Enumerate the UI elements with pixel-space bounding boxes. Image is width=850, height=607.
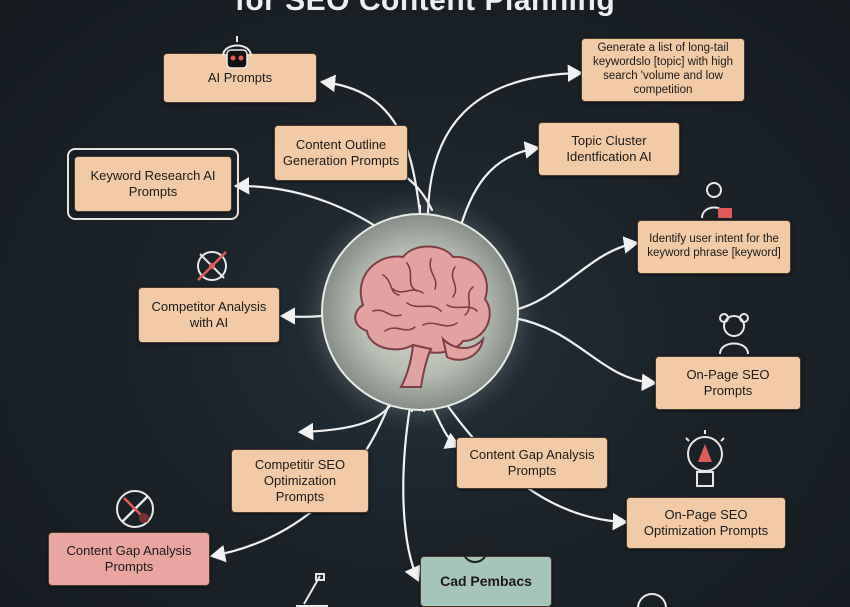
- node-onpage-seo-prompts[interactable]: On-Page SEO Prompts: [655, 356, 801, 410]
- compass-crossed-icon: [197, 251, 227, 281]
- connector-content-gap-right: [430, 405, 462, 449]
- connector-onpage-seo-opt: [443, 400, 629, 531]
- node-content-gap-analysis-right[interactable]: Content Gap Analysis Prompts: [456, 437, 608, 489]
- node-topic-cluster[interactable]: Topic Cluster Identfication AI: [538, 122, 680, 176]
- connector-topic-cluster: [456, 141, 541, 238]
- gear-icon: [637, 593, 667, 607]
- central-brain-hub: [321, 213, 519, 411]
- globe-person-icon: [462, 537, 488, 563]
- robot-head-icon: [222, 36, 252, 69]
- diagram-title: for SEO Content Planning: [234, 0, 616, 17]
- node-cad-pembacs[interactable]: Cad Pembacs: [420, 556, 552, 607]
- lightbulb-person-icon: [685, 430, 725, 487]
- node-keyword-research[interactable]: Keyword Research AI Prompts: [74, 156, 232, 212]
- connector-long-tail: [426, 64, 584, 215]
- node-content-outline[interactable]: Content Outline Generation Prompts: [274, 125, 408, 181]
- connector-cad-pembacs: [402, 405, 421, 583]
- keyword-research-frame: [67, 148, 239, 220]
- tool-icon: [296, 573, 328, 607]
- node-content-gap-analysis-left[interactable]: Content Gap Analysis Prompts: [48, 532, 210, 586]
- woman-avatar-icon: [719, 313, 749, 355]
- node-competitor-analysis[interactable]: Competitor Analysis with AI: [138, 287, 280, 343]
- connector-onpage-seo: [512, 316, 658, 392]
- node-long-tail-keywords[interactable]: Generate a list of long-tail keywordslo …: [581, 38, 745, 102]
- person-laptop-icon: [701, 182, 732, 219]
- node-onpage-seo-optimization[interactable]: On-Page SEO Optimization Prompts: [626, 497, 786, 549]
- connector-competitor-analysis: [279, 307, 323, 325]
- node-user-intent[interactable]: Identify user intent for the keyword phr…: [637, 220, 791, 274]
- tools-crossed-icon: [116, 490, 154, 528]
- brain-icon: [354, 245, 491, 388]
- connector-user-intent: [512, 236, 640, 312]
- node-competitir-seo[interactable]: Competitir SEO Optimization Prompts: [231, 449, 369, 513]
